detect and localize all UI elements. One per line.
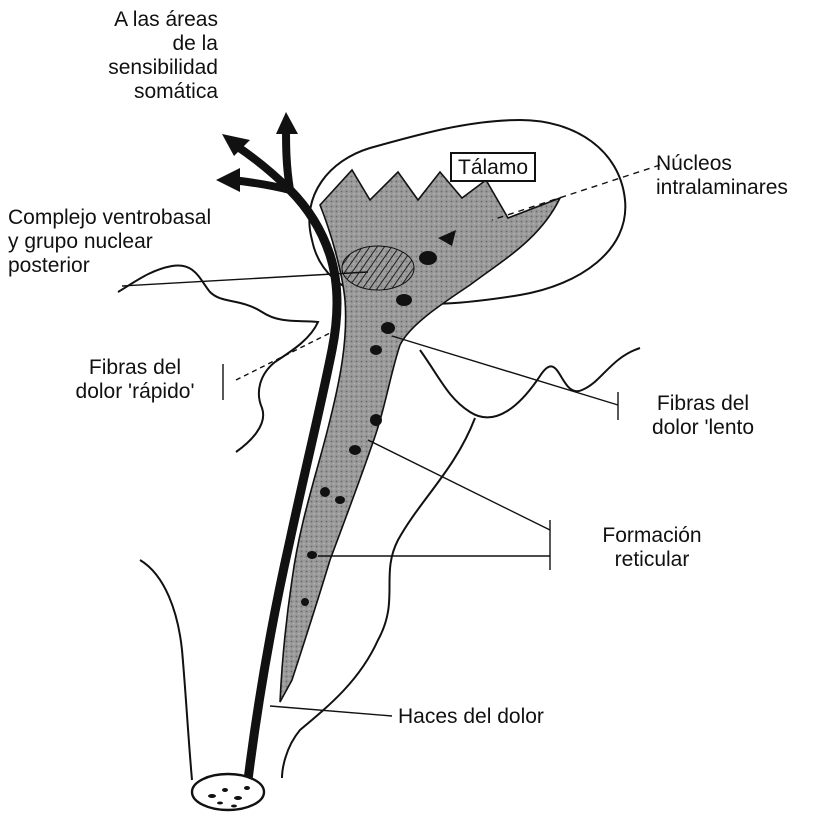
reticular-line-1: Formación (572, 524, 732, 548)
ventrobasal-line-2: y grupo nuclear (8, 230, 211, 254)
label-somatic-areas: A las áreas de la sensibilidad somática (58, 8, 218, 104)
ventrobasal-line-1: Complejo ventrobasal (8, 206, 211, 230)
fast-fibers-line-1: Fibras del (50, 356, 220, 380)
slow-fibers-line-1: Fibras del (628, 392, 778, 416)
label-intralaminar-nuclei: Núcleos intralaminares (656, 152, 788, 200)
somatic-arrows (232, 128, 290, 190)
ventrobasal-line-3: posterior (8, 254, 211, 278)
label-ventrobasal-complex: Complejo ventrobasal y grupo nuclear pos… (8, 206, 211, 278)
label-slow-pain-fibers: Fibras del dolor 'lento (628, 392, 778, 440)
spinal-cord-outline-left (140, 560, 192, 780)
reticular-line-2: reticular (572, 548, 732, 572)
label-pain-tracts: Haces del dolor (398, 705, 544, 729)
intralaminar-line-2: intralaminares (656, 176, 788, 200)
label-thalamus: Tálamo (450, 152, 536, 182)
fast-fibers-line-2: dolor 'rápido' (50, 380, 220, 404)
somatic-line-3: sensibilidad (58, 56, 218, 80)
somatic-line-4: somática (58, 80, 218, 104)
intralaminar-line-1: Núcleos (656, 152, 788, 176)
label-reticular-formation: Formación reticular (572, 524, 732, 572)
somatic-line-2: de la (58, 32, 218, 56)
spinal-cross-section (192, 774, 264, 810)
intralaminar-nuclei-region (280, 170, 560, 702)
somatic-line-1: A las áreas (58, 8, 218, 32)
ventrobasal-complex-region (342, 246, 414, 290)
label-fast-pain-fibers: Fibras del dolor 'rápido' (50, 356, 220, 404)
slow-fibers-line-2: dolor 'lento (628, 416, 778, 440)
